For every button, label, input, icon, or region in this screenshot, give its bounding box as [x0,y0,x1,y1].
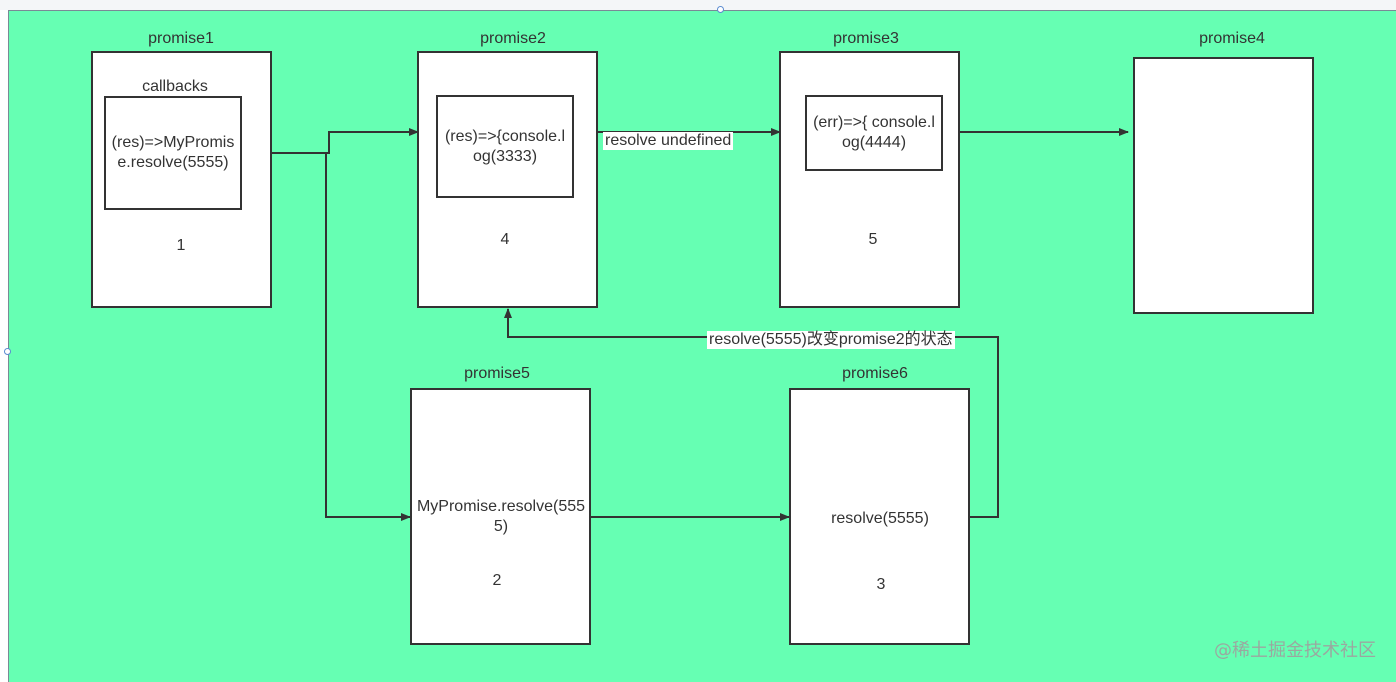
edge-p1-to-p5 [325,152,411,521]
promise6-step-number: 3 [876,576,886,593]
promise5-box[interactable] [410,388,591,645]
promise3-callback-box[interactable]: (err)=>{ console.log(4444) [805,95,943,171]
promise2-title: promise2 [480,30,546,47]
promise2-step-number: 4 [500,231,510,248]
canvas-top-strip [0,0,1396,10]
edge-p1-to-p2 [242,128,419,154]
promise6-box[interactable] [789,388,970,645]
promise6-body-text: resolve(5555) [831,510,929,527]
promise3-callback-text: (err)=>{ console.log(4444) [813,114,935,151]
promise1-title: promise1 [148,30,214,47]
promise2-callback-box[interactable]: (res)=>{console.log(3333) [436,95,574,198]
promise4-title: promise4 [1199,30,1265,47]
promise1-callback-box[interactable]: (res)=>MyPromise.resolve(5555) [104,96,242,210]
promise1-callbacks-label: callbacks [142,78,208,95]
watermark: @稀土掘金技术社区 [1214,640,1376,661]
promise5-title: promise5 [464,365,530,382]
promise4-box[interactable] [1133,57,1314,314]
edge-p6-to-p2 [504,308,999,518]
edge-label-resolve-undefined: resolve undefined [603,132,734,150]
promise5-step-number: 2 [492,572,502,589]
resize-handle-left[interactable] [4,348,11,355]
promise5-body-text: MyPromise.resolve(5555) [416,498,586,535]
promise1-callback-text: (res)=>MyPromise.resolve(5555) [111,134,235,171]
edge-label-resolve-5555: resolve(5555)改变promise2的状态 [707,331,955,349]
promise6-title: promise6 [842,365,908,382]
promise3-title: promise3 [833,30,899,47]
promise3-step-number: 5 [868,231,878,248]
resize-handle-top[interactable] [717,6,724,13]
promise2-callback-text: (res)=>{console.log(3333) [444,127,566,165]
promise3-box[interactable] [779,51,960,308]
promise1-step-number: 1 [176,237,186,254]
